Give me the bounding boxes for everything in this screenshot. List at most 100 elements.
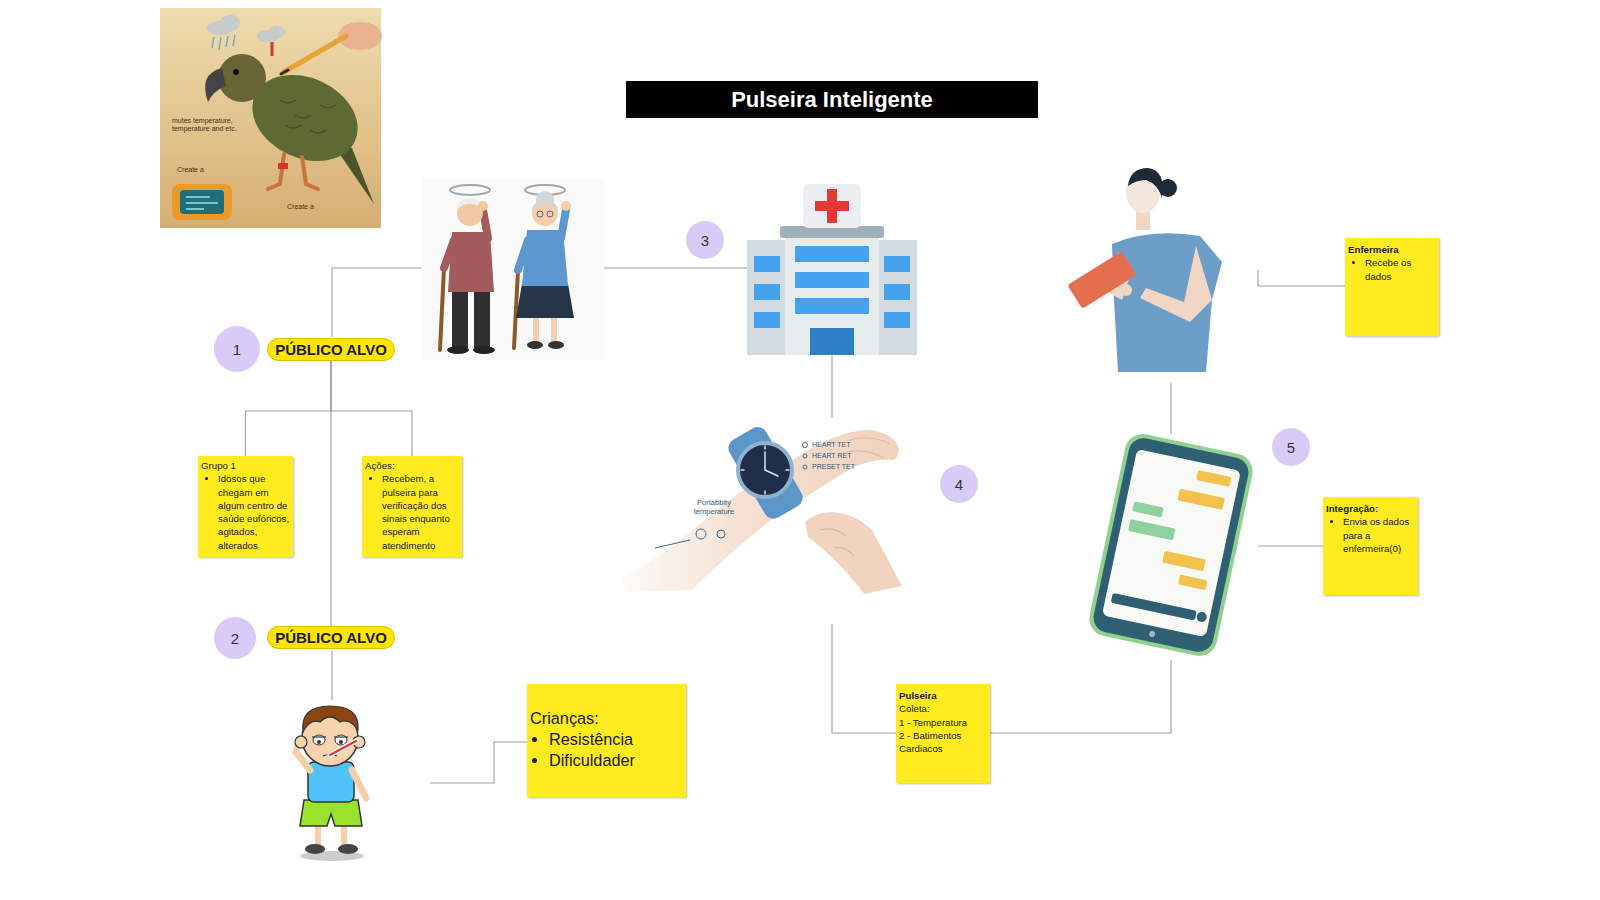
nurse-figure-part (1112, 233, 1222, 372)
bracelet-illustration (622, 423, 902, 594)
sticky-note: Integração:Envia os dados para a enferme… (1323, 497, 1418, 595)
sick-child-part (305, 844, 325, 854)
elderly-couple-part-part (537, 211, 543, 217)
bracelet-illustration-part (738, 443, 792, 497)
kea-illustration-part-part (219, 37, 221, 50)
box-heading: PÚBLICO ALVO (275, 629, 387, 646)
elderly-couple-part (518, 240, 528, 270)
bracelet-illustration-part-part (696, 529, 706, 539)
image-text: Portabbity temperature (686, 499, 742, 516)
kea-illustration-part-part (269, 26, 285, 38)
hospital-icon-part (754, 246, 910, 328)
bracelet-illustration-part-part (786, 469, 789, 471)
elderly-couple-part (551, 316, 557, 342)
elderly-couple-part (537, 211, 553, 217)
kea-illustration-part-part (320, 105, 336, 108)
bracelet-illustration-part-part (850, 438, 890, 444)
kea-illustration-part (160, 8, 381, 228)
bracelet-illustration-part-part (764, 452, 766, 470)
sick-child-part (303, 706, 358, 732)
tree-connector (331, 361, 412, 456)
bracelet-illustration-part-part (741, 469, 744, 471)
hospital-icon-part-part (754, 256, 780, 272)
hospital-icon-part-part (884, 256, 910, 272)
bracelet-illustration-part (725, 423, 806, 522)
kea-illustration-part (271, 42, 274, 56)
kea-illustration-part (233, 69, 239, 75)
sick-child-part (339, 740, 343, 744)
leader-line-part (1258, 270, 1345, 286)
elderly-couple-part (514, 270, 518, 348)
nurse-figure-part (1120, 284, 1132, 296)
nurse-figure (1067, 168, 1222, 372)
sick-child-part (312, 736, 326, 737)
bullet-text: Recebem, a pulseira para verificação dos… (382, 472, 459, 552)
callout-number: 1 (214, 326, 260, 372)
bracelet-illustration-part-part (764, 446, 766, 449)
smartphone-illustration-part (1091, 435, 1252, 654)
bullet-text: Resistência (549, 729, 682, 750)
sick-child-part (295, 736, 307, 748)
kea-illustration-part (284, 36, 346, 72)
bullet-text: Recebe os dados (1365, 256, 1436, 283)
tree-connector (330, 361, 331, 626)
bracelet-illustration-part-part (725, 423, 806, 522)
image-text: Create a (177, 166, 204, 174)
nurse-figure-part (1159, 179, 1177, 197)
smartphone-illustration-part (1128, 501, 1179, 540)
elderly-couple-part (533, 316, 539, 342)
callout-number: 5 (1272, 428, 1310, 466)
title-bar: Pulseira Inteligente (626, 81, 1038, 118)
kea-illustration-part (212, 35, 235, 50)
kea-illustration-part-part (233, 35, 235, 46)
elderly-couple-part (527, 341, 543, 349)
smartphone-illustration-part-part (1132, 501, 1163, 517)
elderly-couple-part (561, 210, 566, 238)
bracelet-illustration-part-part (846, 451, 884, 458)
smartphone-illustration-part-part (1177, 489, 1224, 510)
box-text: 2 - Batimentos Cardiacos (899, 729, 987, 756)
box-heading: Ações: (365, 459, 459, 472)
elderly-couple-part-part (547, 211, 553, 217)
hospital-icon-part-part (884, 284, 910, 300)
kea-illustration-part-part (268, 184, 280, 189)
bracelet-illustration-part (846, 438, 890, 458)
leader-line-part (831, 356, 832, 418)
elderly-couple-part (440, 268, 444, 350)
bracelet-illustration-part (741, 446, 789, 494)
bullet-text: Dificuldader (549, 750, 682, 771)
box-heading: Crianças: (530, 708, 682, 729)
nurse-figure-part (1067, 251, 1136, 309)
bullet-list: Recebem, a pulseira para verificação dos… (365, 472, 459, 552)
bracelet-illustration-part-part (765, 470, 778, 476)
image-text: PRESET TET (812, 463, 855, 471)
bullet-text: Idosos que chegam em algum centro de saú… (218, 472, 290, 552)
kea-illustration-part-part (295, 115, 311, 118)
bracelet-illustration-part (820, 529, 854, 556)
tree-connector (246, 361, 331, 456)
image-text: HEART RET (812, 452, 851, 460)
kea-illustration-part (205, 68, 226, 102)
leader-line-part (1258, 545, 1323, 546)
sick-child-part (313, 735, 325, 745)
leader-line-part (1170, 383, 1171, 434)
sticky-note: PulseiraColeta:1 - Temperatura2 - Batime… (896, 684, 990, 783)
hospital-icon-part-part (754, 284, 780, 300)
sick-child-part (330, 741, 356, 755)
hospital-icon-part (803, 184, 861, 228)
elderly-couple-part (483, 210, 488, 238)
kea-illustration-part (268, 154, 318, 189)
audience-pill: PÚBLICO ALVO (267, 626, 395, 649)
nurse-figure-part (1128, 168, 1163, 198)
image-text: HEART TET (812, 441, 851, 449)
box-heading: Grupo 1 (201, 459, 290, 472)
leader-line-part (604, 267, 747, 268)
hospital-icon-part (785, 228, 879, 355)
bracelet-illustration-part-part (655, 540, 690, 548)
elderly-couple-part (532, 200, 558, 226)
kea-illustration (160, 8, 382, 228)
elderly-couple-part (516, 284, 574, 318)
